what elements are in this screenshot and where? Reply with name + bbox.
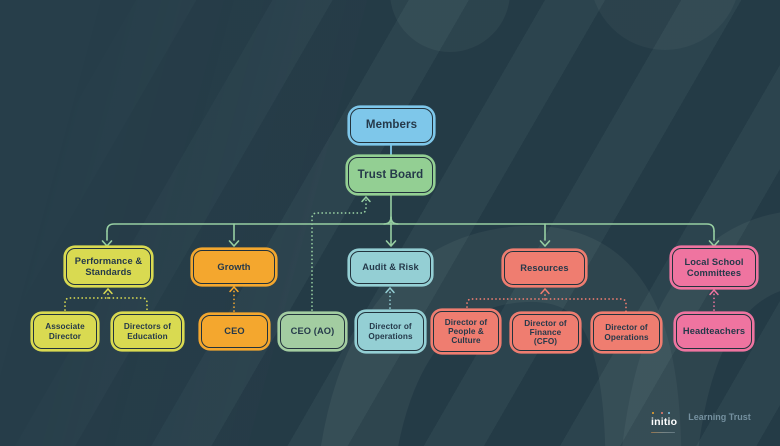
node-trust-board-label: Trust Board — [357, 168, 424, 181]
node-director-people-culture: Director of People & Culture — [433, 311, 499, 352]
node-ceo-label: CEO — [224, 326, 245, 337]
brand-wordmark: initio — [651, 411, 678, 434]
node-director-operations-resources: Director of Operations — [593, 314, 660, 351]
local-school-dotted-connector — [709, 288, 719, 315]
node-performance-standards: Performance & Standards — [66, 248, 151, 285]
logo-tagline-strip — [651, 431, 675, 434]
brand-dot-orange-icon — [651, 411, 654, 414]
node-directors-of-education: Directors of Education — [113, 314, 182, 349]
node-director-operations-resources-label: Director of Operations — [604, 323, 649, 342]
trustboard-tree-connector — [101, 192, 720, 247]
footer-logo: initio Learning Trust — [651, 411, 751, 434]
node-audit-risk-label: Audit & Risk — [362, 262, 419, 273]
node-directors-of-education-label: Directors of Education — [123, 322, 172, 341]
node-ceo-ao-label: CEO (AO) — [290, 326, 335, 337]
node-director-operations-audit-label: Director of Operations — [368, 322, 413, 341]
audit-dotted-connector — [385, 286, 395, 313]
node-performance-standards-label: Performance & Standards — [74, 256, 143, 277]
node-director-finance-cfo-label: Director of Finance (CFO) — [524, 318, 567, 347]
brand-dot-blue-icon — [667, 411, 671, 414]
node-associate-director: Associate Director — [33, 314, 97, 349]
node-headteachers: Headteachers — [676, 314, 752, 349]
node-ceo: CEO — [201, 315, 268, 348]
node-trust-board: Trust Board — [348, 157, 433, 193]
node-headteachers-label: Headteachers — [682, 326, 746, 337]
brand-dot-salmon-icon — [660, 411, 664, 414]
decor-circle-left — [390, 0, 510, 52]
growth-dotted-connector — [229, 285, 239, 316]
node-members: Members — [350, 108, 433, 143]
brand-suffix-text: Learning Trust — [688, 412, 751, 422]
ceo-ao-trustboard-dotted-connector — [311, 195, 371, 315]
node-local-school-committees: Local School Committees — [672, 248, 756, 287]
node-resources-label: Resources — [520, 262, 569, 273]
performance-dotted-connector — [64, 287, 148, 315]
node-growth: Growth — [193, 250, 275, 284]
node-audit-risk: Audit & Risk — [350, 251, 431, 284]
node-associate-director-label: Associate Director — [45, 322, 85, 341]
node-director-finance-cfo: Director of Finance (CFO) — [512, 314, 579, 351]
brand-text: initio — [651, 416, 678, 428]
node-local-school-committees-label: Local School Committees — [684, 257, 744, 278]
node-director-people-culture-label: Director of People & Culture — [444, 317, 488, 346]
node-growth-label: Growth — [217, 261, 251, 272]
resources-dotted-connector — [466, 287, 627, 315]
node-director-operations-audit: Director of Operations — [357, 312, 424, 351]
node-members-label: Members — [365, 119, 418, 132]
decor-circle-right — [594, 0, 736, 50]
node-resources: Resources — [504, 251, 585, 285]
node-ceo-ao: CEO (AO) — [280, 314, 345, 349]
